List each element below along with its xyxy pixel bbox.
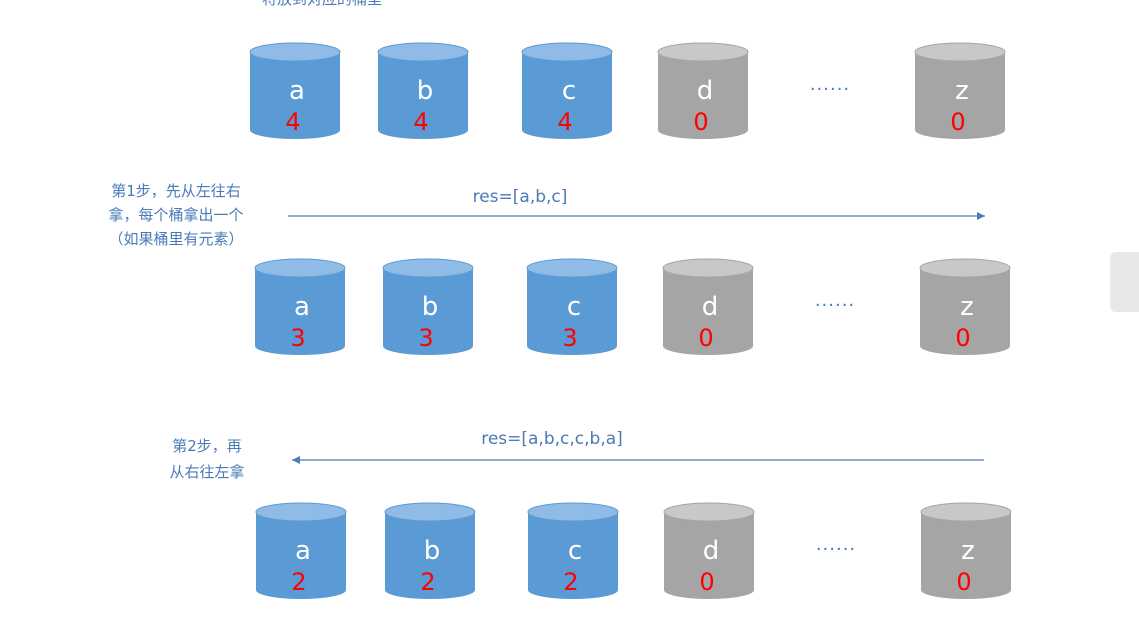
bucket-lid [914,42,1006,62]
bucket-body [915,52,1005,139]
bucket-letter: b [422,292,439,322]
bucket-count: 3 [418,324,433,352]
side-tab-button[interactable] [1110,252,1139,312]
bucket-body [921,512,1011,599]
bucket: z0 [919,258,1011,355]
bucket: d0 [657,42,749,139]
bucket-body [385,512,475,599]
bucket-lid [920,502,1012,522]
bucket: c2 [527,502,619,599]
bucket-body [528,512,618,599]
bucket-row: 第2步，再从右往左拿res=[a,b,c,c,b,a]a2b2c2d0z0...… [169,429,1012,599]
bucket-count: 3 [290,324,305,352]
step-label-line: （如果桶里有元素） [108,230,243,248]
bucket: b3 [382,258,474,355]
bucket-letter: z [955,76,969,106]
bucket-lid [527,502,619,522]
bucket: a4 [249,42,341,139]
bucket-lid [526,258,618,278]
bucket-body [663,268,753,355]
bucket-count: 2 [563,568,578,596]
bucket-body [527,268,617,355]
bucket-count: 4 [285,108,300,136]
bucket-lid [384,502,476,522]
bucket-body [250,52,340,139]
bucket: z0 [914,42,1006,139]
bucket-letter: d [702,292,719,322]
bucket-body [664,512,754,599]
bucket-count: 4 [557,108,572,136]
bucket: z0 [920,502,1012,599]
bucket-letter: c [567,292,581,322]
arrow-head-icon [292,456,300,464]
bucket-body [383,268,473,355]
bucket: d0 [662,258,754,355]
result-text: res=[a,b,c] [473,187,568,207]
bucket-lid [255,502,347,522]
bucket: c3 [526,258,618,355]
bucket: d0 [663,502,755,599]
bucket-count: 0 [693,108,708,136]
top-caption: 将放到对应的桶里 [262,0,382,8]
bucket-body [920,268,1010,355]
bucket-letter: c [562,76,576,106]
bucket-count: 0 [950,108,965,136]
step-label-line: 第1步，先从左往右 [111,182,241,200]
bucket-letter: d [703,536,720,566]
bucket-letter: b [417,76,434,106]
bucket-lid [919,258,1011,278]
step-label-line: 拿，每个桶拿出一个 [108,206,243,224]
bucket-lid [663,502,755,522]
bucket-body [378,52,468,139]
bucket-count: 4 [413,108,428,136]
bucket-lid [382,258,474,278]
bucket-lid [657,42,749,62]
bucket-body [522,52,612,139]
bucket-count: 2 [291,568,306,596]
ellipsis-text: ...... [816,534,856,555]
step-label-line: 第2步，再 [172,437,242,455]
bucket-row: a4b4c4d0z0...... [249,42,1006,139]
bucket: b2 [384,502,476,599]
bucket-letter: c [568,536,582,566]
bucket-lid [249,42,341,62]
bucket-letter: a [289,76,305,106]
bucket-lid [377,42,469,62]
bucket: b4 [377,42,469,139]
bucket-letter: d [697,76,714,106]
bucket-row: 第1步，先从左往右拿，每个桶拿出一个（如果桶里有元素）res=[a,b,c]a3… [108,182,1011,355]
bucket-lid [662,258,754,278]
ellipsis-text: ...... [810,74,850,95]
bucket-body [255,268,345,355]
bucket-count: 0 [956,568,971,596]
bucket-count: 0 [699,568,714,596]
bucket-lid [521,42,613,62]
bucket-count: 0 [698,324,713,352]
bucket-count: 2 [420,568,435,596]
bucket: a3 [254,258,346,355]
ellipsis-text: ...... [815,290,855,311]
bucket: c4 [521,42,613,139]
bucket-letter: z [960,292,974,322]
bucket-count: 3 [562,324,577,352]
bucket: a2 [255,502,347,599]
bucket-letter: a [295,536,311,566]
bucket-letter: a [294,292,310,322]
arrow-head-icon [977,212,985,220]
bucket-letter: b [424,536,441,566]
bucket-count: 0 [955,324,970,352]
bucket-body [658,52,748,139]
result-text: res=[a,b,c,c,b,a] [481,429,623,449]
step-label-line: 从右往左拿 [169,463,244,481]
bucket-letter: z [961,536,975,566]
bucket-lid [254,258,346,278]
bucket-body [256,512,346,599]
